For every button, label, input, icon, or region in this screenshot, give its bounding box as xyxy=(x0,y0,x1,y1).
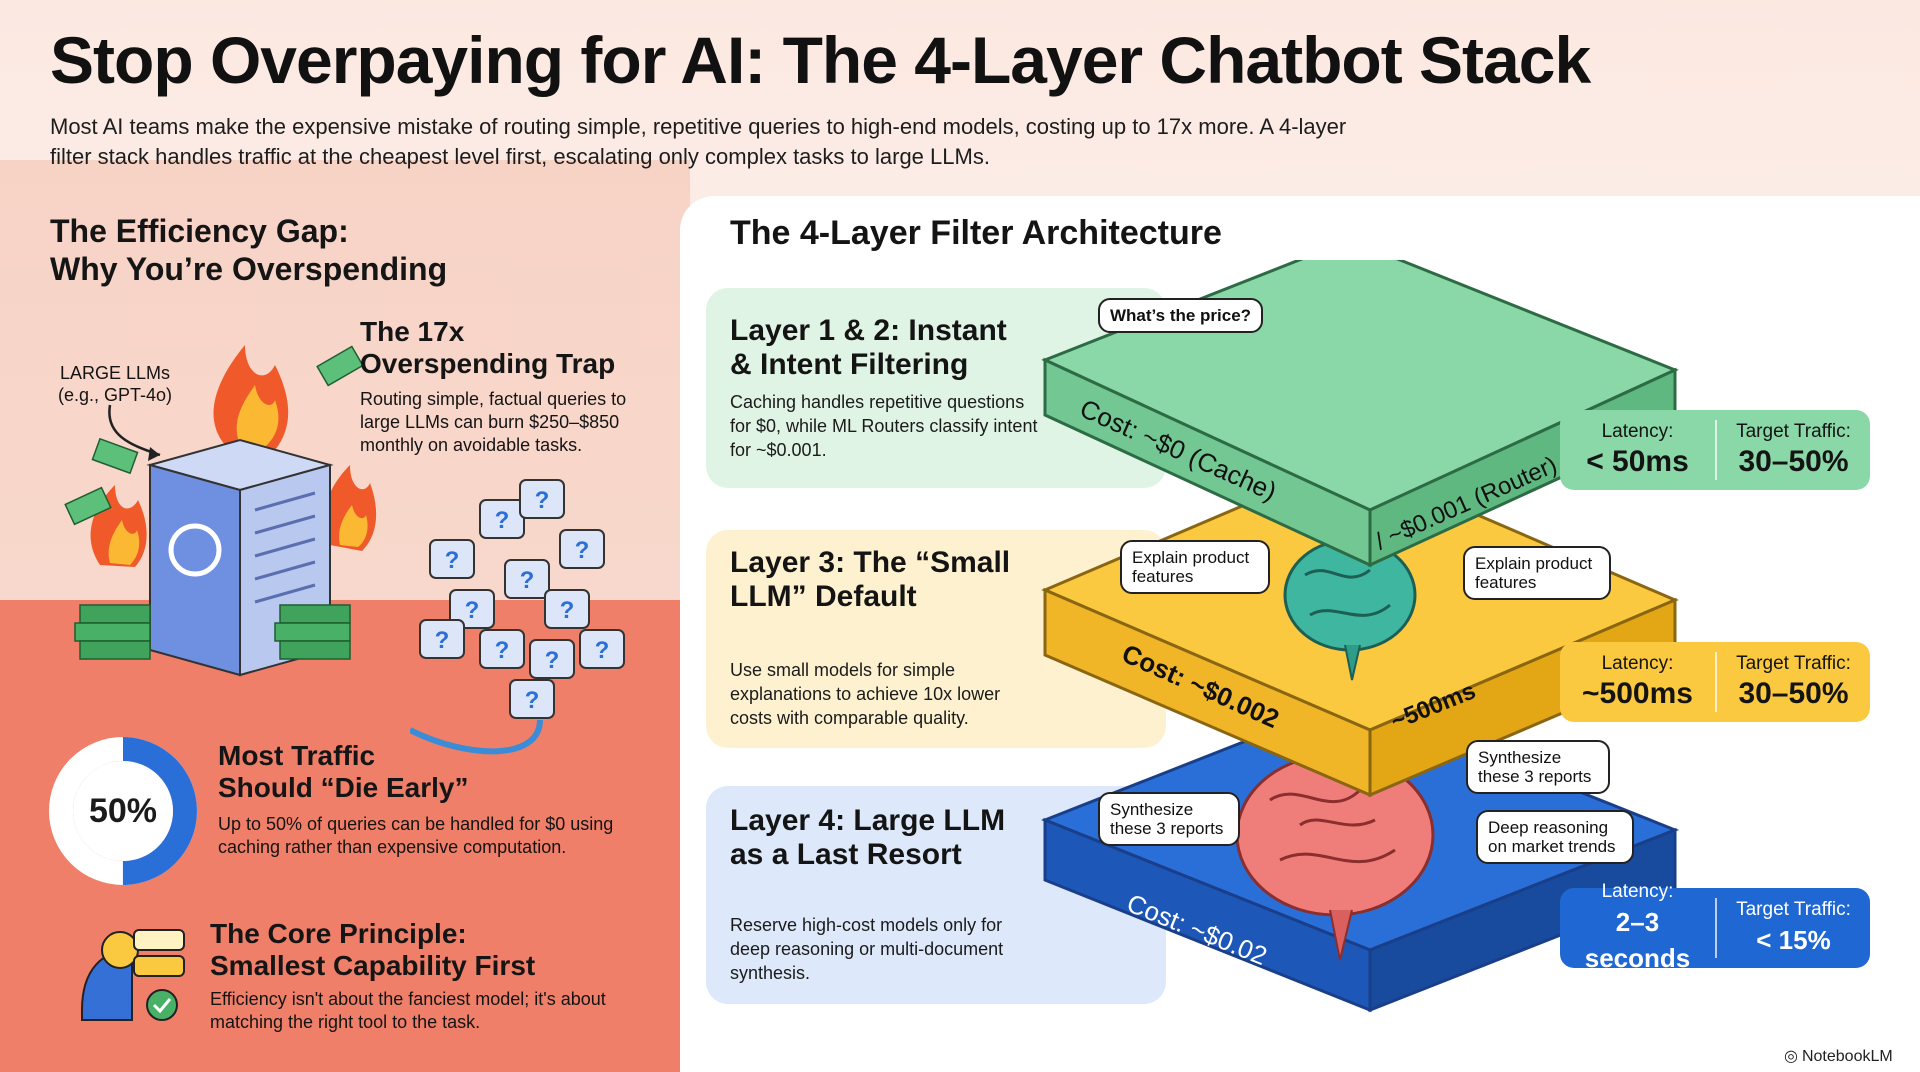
server-fire-illustration xyxy=(64,345,377,677)
svg-text:?: ? xyxy=(560,597,575,624)
efficiency-gap-title-line2: Why You’re Overspending xyxy=(50,251,448,287)
layer-3-stats: Latency: ~500ms Target Traffic: 30–50% xyxy=(1560,642,1870,722)
notebooklm-icon: ◎ xyxy=(1784,1048,1798,1065)
latency-stat: Latency: ~500ms xyxy=(1560,652,1715,712)
small-brain-icon xyxy=(1283,538,1417,681)
latency-label: Latency: xyxy=(1601,881,1674,902)
flying-money-icon xyxy=(64,345,364,526)
efficiency-gap-title-line1: The Efficiency Gap: xyxy=(50,213,349,249)
overspending-trap-title: The 17x Overspending Trap xyxy=(360,316,615,380)
svg-text:?: ? xyxy=(520,567,535,594)
return-arrow-icon xyxy=(410,719,543,755)
traffic-value: 30–50% xyxy=(1738,677,1849,710)
latency-label: Latency: xyxy=(1601,653,1674,674)
die-early-title: Most Traffic Should “Die Early” xyxy=(218,740,469,804)
layer-4-body: Reserve high-cost models only for deep r… xyxy=(730,915,1004,983)
svg-text:?: ? xyxy=(495,637,510,664)
svg-text:?: ? xyxy=(535,487,550,514)
latency-stat: Latency: 2–3 seconds xyxy=(1560,880,1715,976)
money-stack-icon xyxy=(74,604,151,660)
core-principle-body: Efficiency isn't about the fanciest mode… xyxy=(210,989,606,1032)
query-bubble-explain-left: Explain product features xyxy=(1120,540,1270,594)
query-bubble-price: What’s the price? xyxy=(1098,298,1264,333)
page-title: Stop Overpaying for AI: The 4-Layer Chat… xyxy=(50,23,1591,97)
efficiency-gap-title: The Efficiency Gap: Why You’re Overspend… xyxy=(50,212,447,288)
layer-3-body: Use small models for simple explanations… xyxy=(730,660,1001,728)
query-bubble-deep-reasoning: Deep reasoning on market trends xyxy=(1476,810,1634,864)
flame-icon xyxy=(213,345,289,450)
traffic-stat: Target Traffic: 30–50% xyxy=(1715,420,1870,480)
traffic-stat: Target Traffic: 30–50% xyxy=(1715,652,1870,712)
svg-text:?: ? xyxy=(545,647,560,674)
intro-text: Most AI teams make the expensive mistake… xyxy=(50,114,1347,169)
donut-center xyxy=(73,761,173,861)
overspending-trap-body: Routing simple, factual queries to large… xyxy=(360,389,627,455)
large-llm-tag-line2: (e.g., GPT-4o) xyxy=(58,385,173,405)
person-chat-icon xyxy=(81,929,185,1021)
latency-value: 2–3 seconds xyxy=(1584,907,1691,973)
die-early-title-line1: Most Traffic xyxy=(218,740,376,771)
query-bubbles-illustration: ??? ??? ??? ??? xyxy=(410,479,625,755)
svg-text:?: ? xyxy=(595,637,610,664)
traffic-stat: Target Traffic: < 15% xyxy=(1715,898,1870,958)
layer-1-2-stats: Latency: < 50ms Target Traffic: 30–50% xyxy=(1560,410,1870,490)
overspending-trap-title-line2: Overspending Trap xyxy=(360,348,616,379)
die-early-title-line2: Should “Die Early” xyxy=(218,772,469,803)
money-stack-icon xyxy=(274,604,351,660)
flame-icon xyxy=(323,465,377,551)
notebooklm-logo: ◎NotebookLM xyxy=(1780,1046,1893,1066)
latency-stat: Latency: < 50ms xyxy=(1560,420,1715,480)
brand-name: NotebookLM xyxy=(1801,1048,1893,1065)
traffic-label: Target Traffic: xyxy=(1736,899,1851,920)
traffic-value: 30–50% xyxy=(1738,445,1849,478)
core-principle-title: The Core Principle: Smallest Capability … xyxy=(210,918,535,982)
latency-label: Latency: xyxy=(1601,421,1674,442)
latency-value: < 50ms xyxy=(1586,445,1689,478)
large-llm-tag-line1: LARGE LLMs xyxy=(60,363,171,383)
query-bubble-synthesize-right: Synthesize these 3 reports xyxy=(1466,740,1610,794)
core-principle-title-line2: Smallest Capability First xyxy=(210,950,536,981)
traffic-donut-chart: 50% xyxy=(45,733,201,889)
svg-text:?: ? xyxy=(495,507,510,534)
large-llm-tag: LARGE LLMs (e.g., GPT-4o) xyxy=(58,362,172,406)
query-bubble-explain-right: Explain product features xyxy=(1463,546,1611,600)
query-bubble-synthesize-left: Synthesize these 3 reports xyxy=(1098,792,1240,846)
core-principle-title-line1: The Core Principle: xyxy=(210,918,467,949)
svg-text:?: ? xyxy=(465,597,480,624)
layer-4-title: Layer 4: Large LLM as a Last Resort xyxy=(730,804,1006,871)
donut-fill-arc xyxy=(49,737,197,885)
layer-4-stats: Latency: 2–3 seconds Target Traffic: < 1… xyxy=(1560,881,1870,973)
donut-value: 50% xyxy=(88,791,158,830)
latency-value: ~500ms xyxy=(1582,677,1693,710)
traffic-value: < 15% xyxy=(1756,925,1831,955)
die-early-body: Up to 50% of queries can be handled for … xyxy=(218,814,614,857)
svg-text:?: ? xyxy=(445,547,460,574)
layer-3-title: Layer 3: The “Small LLM” Default xyxy=(730,546,1011,613)
svg-text:?: ? xyxy=(575,537,590,564)
layer-1-2-body: Caching handles repetitive questions for… xyxy=(730,392,1038,460)
traffic-label: Target Traffic: xyxy=(1736,653,1851,674)
overspending-trap-title-line1: The 17x xyxy=(360,316,465,347)
svg-text:?: ? xyxy=(435,627,450,654)
layer-1-2-title: Layer 1 & 2: Instant & Intent Filtering xyxy=(730,314,1007,381)
traffic-label: Target Traffic: xyxy=(1736,421,1851,442)
svg-text:?: ? xyxy=(525,687,540,714)
architecture-title: The 4-Layer Filter Architecture xyxy=(730,214,1222,252)
